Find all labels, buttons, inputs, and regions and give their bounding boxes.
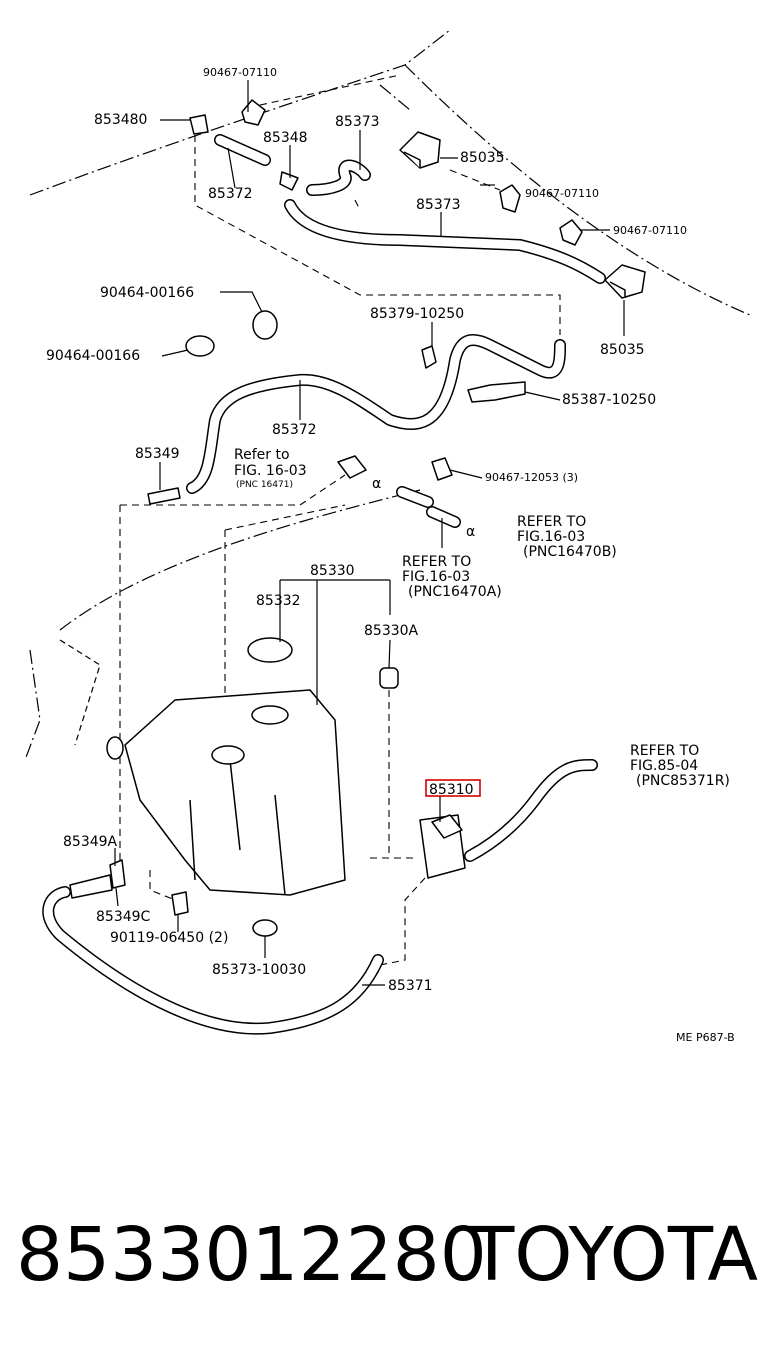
label-85387-10250: 85387-10250 [562,392,656,408]
parts-diagram: α α 90467-07110 853480 85348 [24,29,751,1044]
label-85332: 85332 [256,593,301,609]
label-refer-to-3: REFER TO [402,554,471,570]
label-fig-16-03-2: FIG.16-03 [517,529,585,545]
diagram-code: ME P687-B [676,1031,735,1044]
highlight-85310 [425,779,481,797]
label-85349: 85349 [135,446,180,462]
label-85330: 85330 [310,563,355,579]
assembly-dashed-lines [119,74,561,966]
clip-90467-07110-c [559,219,583,246]
label-85373-mid: 85373 [416,197,461,213]
label-pnc-16470a: (PNC16470A) [408,584,502,600]
body-outline [24,29,751,761]
part-caption: 8533012280 TOYOTA [0,1200,776,1310]
label-fig-85-04: FIG.85-04 [630,758,698,774]
label-85349c: 85349C [96,909,151,925]
brand-name: TOYOTA [469,1212,758,1298]
clip-90467-07110-a [241,99,266,126]
elbow-85349c [109,859,126,889]
label-85372-a: 85372 [208,186,253,202]
pump-85310 [419,814,466,879]
valve-85379-10250 [421,345,437,369]
label-refer-to-1: Refer to [234,447,290,463]
washer-tank-85330 [106,689,346,896]
label-85372-b: 85372 [272,422,317,438]
grommet-90464-00166-b [185,335,215,357]
joint-85349a [69,874,113,899]
nozzle-85035-b [604,264,646,299]
hose-end-marker-b: α [466,524,475,540]
hose-end-marker-a: α [372,476,381,492]
label-refer-to-4: REFER TO [630,743,699,759]
joint-85349 [147,487,181,505]
label-85349a: 85349A [63,834,118,850]
bracket-85387-10250 [467,381,526,403]
leader-lines [114,80,625,986]
bolt-90119-06450 [171,891,189,916]
label-fig-16-03-1: FIG. 16-03 [234,463,307,479]
label-90467-12053: 90467-12053 (3) [485,471,578,484]
grommet-90464-00166-a [252,310,278,340]
fitting-85348d [189,114,209,135]
grommet-85330a [379,667,399,689]
washer-85373-10030 [252,919,278,937]
cap-16471 [337,455,367,479]
label-fig-16-03-3: FIG.16-03 [402,569,470,585]
label-90119-06450: 90119-06450 (2) [110,930,228,946]
part-number: 8533012280 [16,1212,487,1298]
label-85035-a: 85035 [460,150,505,166]
label-90467-07110-a: 90467-07110 [203,66,277,79]
label-85348: 85348 [263,130,308,146]
label-90467-07110-b: 90467-07110 [525,187,599,200]
label-85379-10250: 85379-10250 [370,306,464,322]
washer-hoses [42,134,606,1035]
joint-85348 [279,171,299,191]
label-85310: 85310 [429,782,474,798]
label-pnc-16471: (PNC 16471) [236,480,293,490]
label-85348d: 853480 [94,112,147,128]
label-refer-to-2: REFER TO [517,514,586,530]
label-85035-b: 85035 [600,342,645,358]
small-parts: α α [69,99,646,937]
clip-90467-12053 [431,457,453,481]
label-90467-07110-c: 90467-07110 [613,224,687,237]
nozzle-85035-a [399,131,441,169]
clip-90467-07110-b [499,184,521,213]
callout-labels: 90467-07110 853480 85348 85373 85035 853… [46,66,735,1044]
label-85373-top: 85373 [335,114,380,130]
label-pnc-85371r: (PNC85371R) [636,773,730,789]
label-90464-00166-b: 90464-00166 [46,348,140,364]
label-85330a: 85330A [364,623,419,639]
label-90464-00166-a: 90464-00166 [100,285,194,301]
label-85373-10030: 85373-10030 [212,962,306,978]
cap-85332 [247,637,293,663]
label-pnc-16470b: (PNC16470B) [523,544,617,560]
label-85371: 85371 [388,978,433,994]
